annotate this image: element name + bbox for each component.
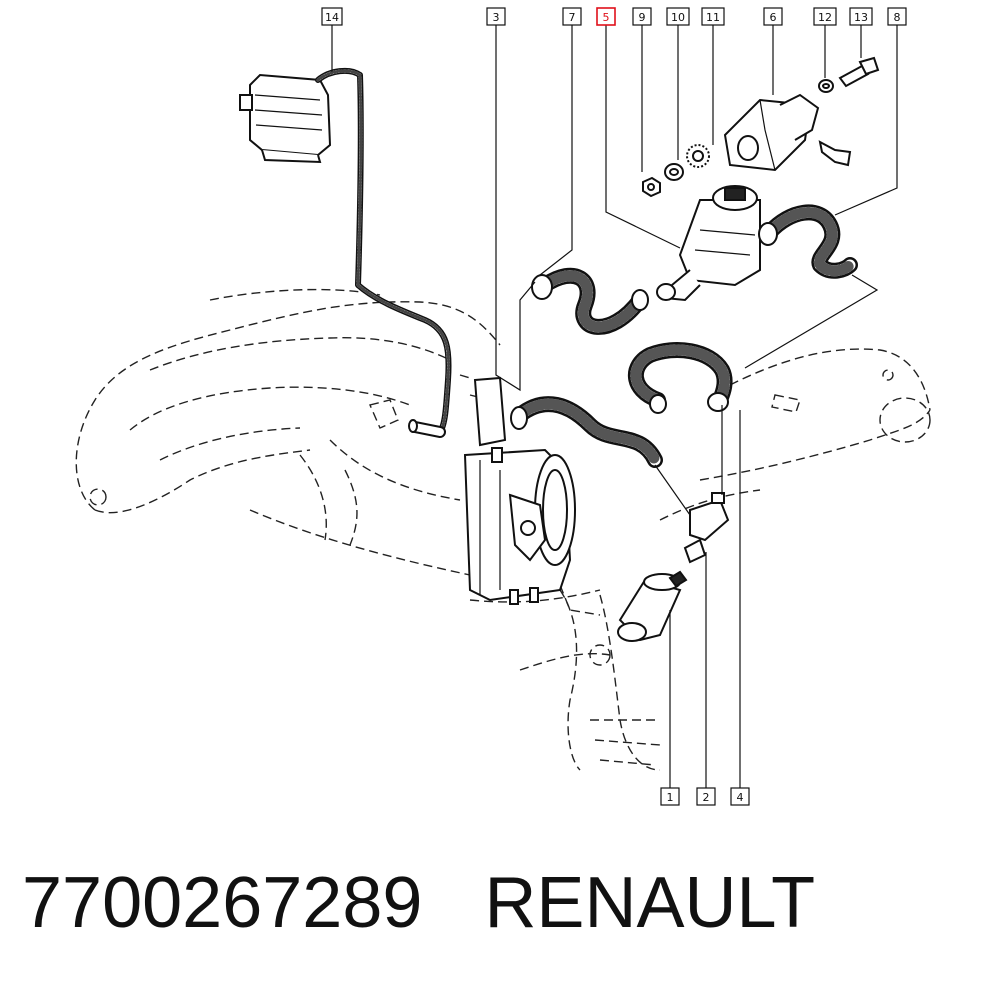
callout-4: 4 (730, 787, 750, 806)
svg-text:6: 6 (770, 11, 777, 24)
svg-text:9: 9 (639, 11, 646, 24)
callout-13: 13 (849, 7, 873, 26)
callout-12: 12 (813, 7, 837, 26)
caption: 7700267289 RENAULT (22, 858, 982, 948)
part-2-connector (683, 492, 730, 564)
callout-14: 14 (321, 7, 343, 26)
svg-text:12: 12 (818, 11, 832, 24)
intake-manifold-outline (75, 288, 501, 576)
callout-11: 11 (701, 7, 725, 26)
svg-text:7: 7 (569, 11, 576, 24)
svg-text:1: 1 (667, 791, 674, 804)
callout-6: 6 (763, 7, 783, 26)
svg-text:2: 2 (703, 791, 710, 804)
parts-12-13-bolt-washer (818, 56, 880, 167)
svg-text:4: 4 (737, 791, 744, 804)
callout-5: 5 (596, 7, 616, 26)
part-number: 7700267289 (22, 863, 423, 943)
throttle-body (463, 376, 576, 605)
callout-1: 1 (660, 787, 680, 806)
callout-3: 3 (486, 7, 506, 26)
callout-7: 7 (562, 7, 582, 26)
parts-9-10-11-fasteners (642, 144, 710, 198)
part-6-bracket (723, 93, 820, 172)
callout-8: 8 (887, 7, 907, 26)
leader-lines (331, 25, 898, 788)
svg-text:5: 5 (603, 11, 610, 24)
part-4-hose (627, 342, 733, 414)
part-3-hose (510, 396, 663, 468)
svg-text:13: 13 (854, 11, 868, 24)
svg-text:10: 10 (671, 11, 685, 24)
callout-9: 9 (632, 7, 652, 26)
part-7-hose (531, 267, 649, 335)
parts-diagram: 14 3 7 5 9 10 11 6 12 13 8 1 2 4 (75, 7, 931, 806)
svg-text:8: 8 (894, 11, 901, 24)
part-1-valve (617, 570, 688, 642)
callout-10: 10 (666, 7, 690, 26)
part-8-hose (758, 204, 858, 279)
svg-text:11: 11 (706, 11, 720, 24)
svg-text:14: 14 (325, 11, 339, 24)
svg-text:3: 3 (493, 11, 500, 24)
air-duct-outline (659, 348, 931, 521)
callout-2: 2 (696, 787, 716, 806)
brand-name: RENAULT (484, 863, 816, 943)
throttle-body-lower-outline (469, 584, 661, 771)
part-14-connector-pipe (239, 67, 452, 438)
part-5-idle-valve (656, 185, 761, 302)
